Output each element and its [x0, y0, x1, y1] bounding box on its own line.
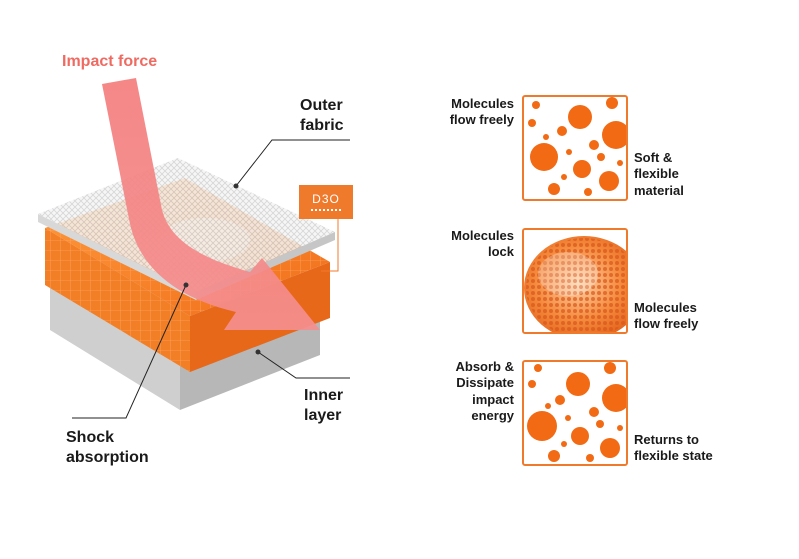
state3-right-label: Returns to flexible state — [634, 432, 713, 464]
d3o-brand-tag: D3O — [299, 185, 353, 219]
state1-molecules-panel — [522, 95, 628, 201]
state2-molecules-panel — [522, 228, 628, 334]
state1-right-label: Soft & flexible material — [634, 150, 684, 198]
d3o-brand-text: D3O — [312, 192, 340, 206]
state1-left-label: Molecules flow freely — [449, 96, 514, 128]
inner-layer-leader — [257, 351, 350, 379]
d3o-brand-dots — [311, 209, 341, 213]
d3o-tag-leader — [321, 218, 339, 272]
impact-arrow — [102, 78, 320, 330]
outer-fabric-leader — [235, 139, 350, 187]
state2-right-label: Molecules flow freely — [634, 300, 699, 332]
shock-absorption-leader — [72, 284, 187, 419]
inner-layer-label: Inner layer — [304, 387, 344, 424]
shock-absorption-label: Shock absorption — [66, 429, 149, 466]
outer-fabric-label: Outer fabric — [300, 97, 344, 134]
state3-molecules-panel — [522, 360, 628, 466]
impact-force-label: Impact force — [62, 53, 158, 70]
state3-left-label: Absorb & Dissipate impact energy — [455, 359, 515, 423]
state2-left-label: Molecules lock — [451, 228, 514, 260]
